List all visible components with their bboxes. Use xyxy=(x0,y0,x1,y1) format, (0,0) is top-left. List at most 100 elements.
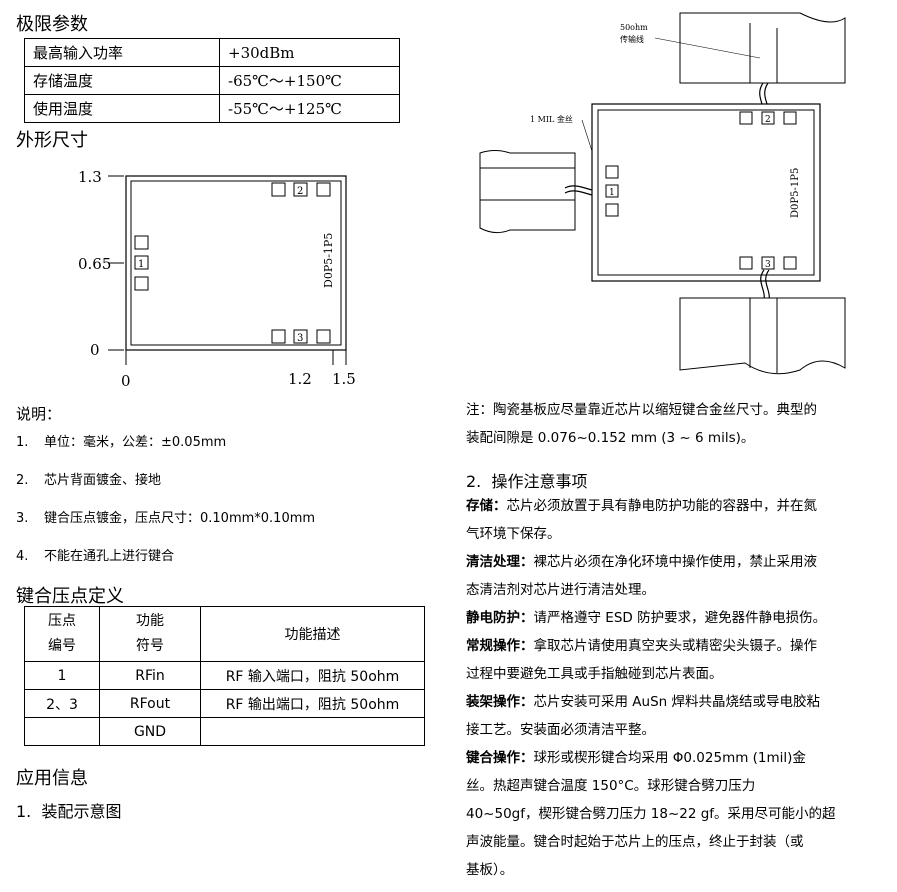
note-line: 注：陶瓷基板应尽量靠近芯片以缩短键合金丝尺寸。典型的 xyxy=(466,402,817,418)
limits-label: 最高输入功率 xyxy=(24,38,220,67)
desc-cell: RF 输入端口，阻抗 50ohm xyxy=(200,661,425,690)
line-label: 50ohm xyxy=(620,23,648,32)
x-tick-label: 0 xyxy=(121,372,131,390)
table-row: 使用温度 -55℃～+125℃ xyxy=(24,94,400,123)
pad-3 xyxy=(293,329,308,344)
limits-table: 最高输入功率 +30dBm 存储温度 -65℃～+150℃ 使用温度 -55℃～… xyxy=(24,38,400,123)
header-cell: 压点 编号 xyxy=(24,606,100,662)
line-label: 传输线 xyxy=(620,34,644,44)
para-label: 装架操作： xyxy=(466,694,534,710)
chip-outline xyxy=(591,103,821,282)
limits-value: -65℃～+150℃ xyxy=(219,66,400,95)
para-text: 请严格遵守 ESD 防护要求，避免器件静电损伤。 xyxy=(533,610,827,626)
app-subtitle: 1. 装配示意图 xyxy=(16,802,122,821)
table-row: GND xyxy=(24,717,425,746)
para-label: 键合操作： xyxy=(466,750,534,766)
pad-cell: 1 xyxy=(24,661,100,690)
limits-label: 存储温度 xyxy=(24,66,220,95)
para-text: 芯片必须放置于具有静电防护功能的容器中，并在氮 xyxy=(506,498,818,514)
list-number: 1. xyxy=(16,435,29,450)
pad-def-title: 键合压点定义 xyxy=(16,586,124,607)
para-text: 过程中要避免工具或手指触碰到芯片表面。 xyxy=(466,666,723,682)
paragraph: 静电防护：请严格遵守 ESD 防护要求，避免器件静电损伤。 xyxy=(466,604,882,632)
desc-cell: RF 输出端口，阻抗 50ohm xyxy=(200,689,425,718)
list-item: 4. 不能在通孔上进行键合 xyxy=(16,545,174,564)
limits-title: 极限参数 xyxy=(16,14,88,35)
symbol-cell: RFout xyxy=(99,689,201,718)
header-text: 编号 xyxy=(48,638,76,654)
x-tick-label: 1.5 xyxy=(332,370,356,388)
para-label: 存储： xyxy=(466,498,507,514)
list-number: 2. xyxy=(16,473,29,488)
symbol-cell: RFin xyxy=(99,661,201,690)
table-row: 最高输入功率 +30dBm xyxy=(24,38,400,67)
para-text: 气环境下保存。 xyxy=(466,526,561,542)
assembly-diagram: 50ohm 传输线 1 MIL 金丝 2 1 3 D0P5-1P5 xyxy=(479,12,846,375)
para-text: 接工艺。安装面必须清洁平整。 xyxy=(466,722,655,738)
para-label: 清洁处理： xyxy=(466,554,534,570)
table-row: 1 RFin RF 输入端口，阻抗 50ohm xyxy=(24,661,425,690)
paragraph: 存储：芯片必须放置于具有静电防护功能的容器中，并在氮 xyxy=(466,492,882,520)
limits-value: -55℃～+125℃ xyxy=(219,94,400,123)
paragraph: 清洁处理：裸芯片必须在净化环境中操作使用，禁止采用液 xyxy=(466,548,882,576)
limits-value: +30dBm xyxy=(219,38,400,67)
list-number: 4. xyxy=(16,549,29,564)
pad-def-table: 压点 编号 功能 符号 功能描述 1 RFin RF 输入端口，阻抗 50ohm… xyxy=(24,606,425,746)
x-tick-label: 1.2 xyxy=(288,370,312,388)
outline-title: 外形尺寸 xyxy=(16,130,88,151)
chip-outline xyxy=(125,175,347,351)
header-text: 压点 xyxy=(48,613,76,629)
header-text: 符号 xyxy=(136,638,164,654)
list-item: 3.键合压点镀金，压点尺寸：0.10mm*0.10mm xyxy=(16,507,315,526)
outline-drawing: 1.3 0.65 0 0 1.2 1.5 2 1 3 D0P5-1P5 xyxy=(78,168,356,390)
table-row: 2、3 RFout RF 输出端口，阻抗 50ohm xyxy=(24,689,425,718)
para-text: 裸芯片必须在净化环境中操作使用，禁止采用液 xyxy=(533,554,818,570)
limits-label: 使用温度 xyxy=(24,94,220,123)
part-number: D0P5-1P5 xyxy=(322,233,335,288)
header-text: 功能 xyxy=(136,613,164,629)
pad-label: 1 xyxy=(609,188,615,198)
list-text: 键合压点镀金，压点尺寸：0.10mm*0.10mm xyxy=(44,511,316,526)
paragraph: 装架操作：芯片安装可采用 AuSn 焊料共晶烧结或导电胶粘 xyxy=(466,688,882,716)
desc-cell xyxy=(200,717,425,746)
paragraph: 常规操作：拿取芯片请使用真空夹头或精密尖头镊子。操作 xyxy=(466,632,882,660)
list-text: 单位：毫米，公差：±0.05mm xyxy=(44,435,227,450)
pad-1 xyxy=(134,255,149,270)
section-title: 2. 操作注意事项 xyxy=(466,472,588,491)
table-header-row: 压点 编号 功能 符号 功能描述 xyxy=(24,606,425,662)
list-item: 1. 单位：毫米，公差：±0.05mm xyxy=(16,431,226,450)
table-row: 存储温度 -65℃～+150℃ xyxy=(24,66,400,95)
part-number: D0P5-1P5 xyxy=(790,168,801,218)
para-text: 球形或楔形键合均采用 Φ0.025mm (1mil)金 xyxy=(533,750,806,766)
list-text: 芯片背面镀金、接地 xyxy=(44,473,162,488)
pad-cell: 2、3 xyxy=(24,689,100,718)
handling-text: 存储：芯片必须放置于具有静电防护功能的容器中，并在氮 气环境下保存。 清洁处理：… xyxy=(466,492,882,884)
para-text: 声波能量。键合时起始于芯片上的压点，终止于封装（或 xyxy=(466,834,804,850)
list-item: 2. 芯片背面镀金、接地 xyxy=(16,469,161,488)
paragraph: 键合操作：球形或楔形键合均采用 Φ0.025mm (1mil)金 xyxy=(466,744,882,772)
assembly-note: 注：陶瓷基板应尽量靠近芯片以缩短键合金丝尺寸。典型的 装配间隙是 0.076~0… xyxy=(466,396,882,452)
header-cell: 功能描述 xyxy=(200,606,425,662)
para-text: 丝。热超声键合温度 150°C。球形键合劈刀压力 xyxy=(466,778,756,794)
pad-label: 3 xyxy=(297,333,303,344)
para-text: 40~50gf，楔形键合劈刀压力 18~22 gf。采用尽可能小的超 xyxy=(466,806,836,822)
list-text: 不能在通孔上进行键合 xyxy=(44,549,175,564)
y-tick-label: 0.65 xyxy=(78,255,111,273)
para-label: 常规操作： xyxy=(466,638,534,654)
para-label: 静电防护： xyxy=(466,610,534,626)
pad-cell xyxy=(24,717,100,746)
app-title: 应用信息 xyxy=(16,768,88,789)
para-text: 态清洁剂对芯片进行清洁处理。 xyxy=(466,582,655,598)
pad-label: 3 xyxy=(765,260,771,270)
pad-label: 1 xyxy=(138,259,144,270)
y-tick-label: 0 xyxy=(90,341,100,359)
pad-label: 2 xyxy=(297,186,303,197)
para-text: 芯片安装可采用 AuSn 焊料共晶烧结或导电胶粘 xyxy=(533,694,821,710)
pad-label: 2 xyxy=(765,115,771,125)
symbol-cell: GND xyxy=(99,717,201,746)
pad-2 xyxy=(293,182,308,197)
wire-label: 1 MIL 金丝 xyxy=(530,114,573,124)
header-cell: 功能 符号 xyxy=(99,606,201,662)
para-text: 拿取芯片请使用真空夹头或精密尖头镊子。操作 xyxy=(533,638,818,654)
para-text: 基板）。 xyxy=(466,862,514,878)
